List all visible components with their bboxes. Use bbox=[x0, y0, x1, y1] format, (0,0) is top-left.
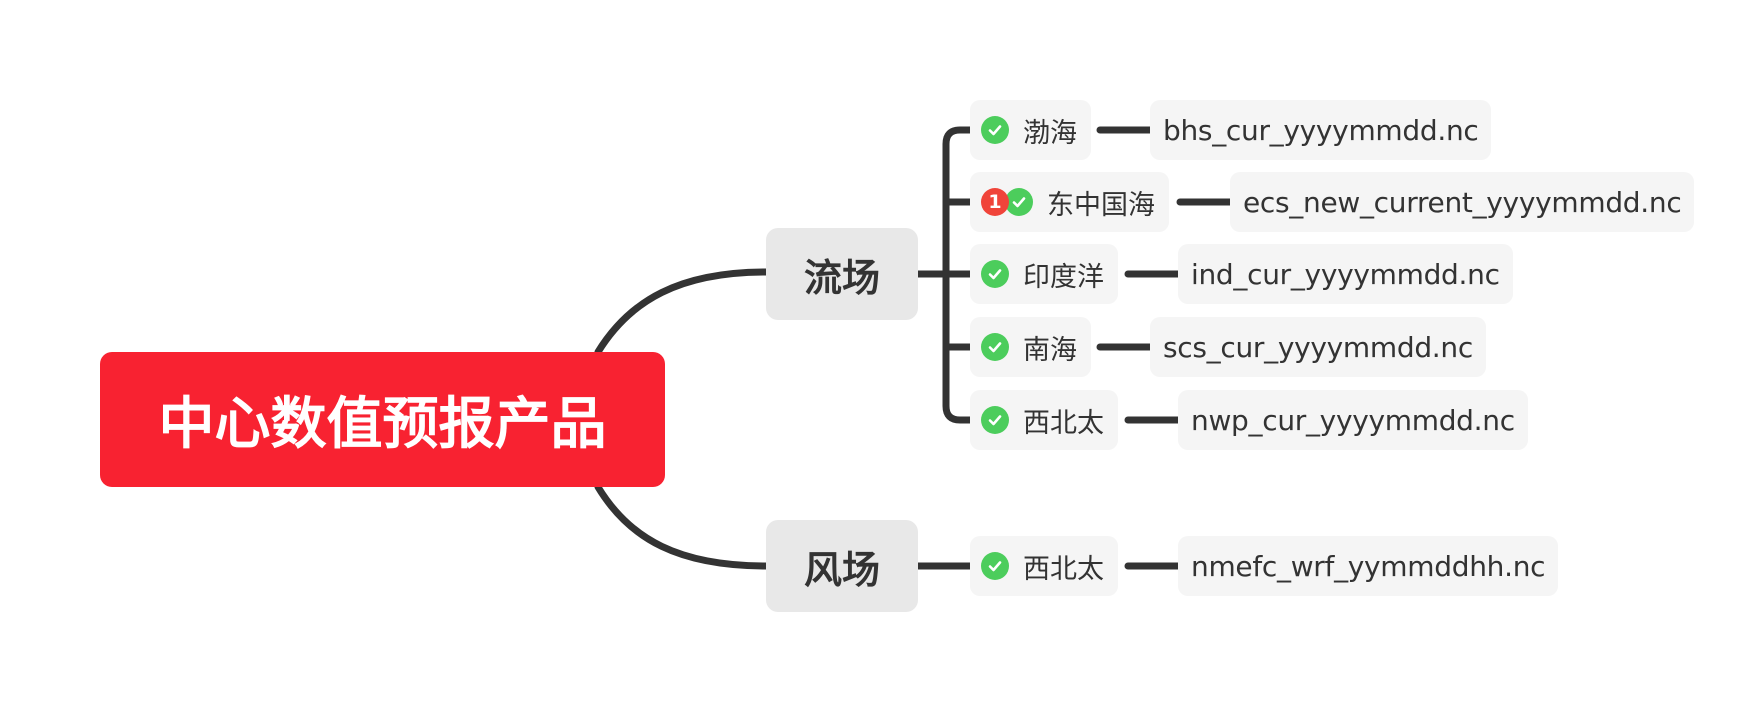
check-icon bbox=[981, 260, 1009, 288]
check-icon bbox=[981, 552, 1009, 580]
root-label: 中心数值预报产品 bbox=[158, 392, 607, 457]
check-icon bbox=[981, 333, 1009, 361]
file-node-scs[interactable]: scs_cur_yyyymmdd.nc bbox=[1150, 317, 1486, 377]
file-node-bhs[interactable]: bhs_cur_yyyymmdd.nc bbox=[1150, 100, 1492, 160]
file-label: ecs_new_current_yyyymmdd.nc bbox=[1243, 185, 1682, 219]
file-node-ind[interactable]: ind_cur_yyyymmdd.nc bbox=[1178, 244, 1513, 304]
leaf-node-bohai[interactable]: 渤海 bbox=[970, 100, 1091, 160]
branch-label: 风场 bbox=[803, 547, 880, 592]
leaf-node-wind-northwest-pacific[interactable]: 西北太 bbox=[970, 536, 1118, 596]
priority-badge-icon: 1 bbox=[981, 188, 1009, 216]
check-icon bbox=[981, 116, 1009, 144]
file-label: nmefc_wrf_yymmddhh.nc bbox=[1191, 549, 1546, 583]
leaf-label: 西北太 bbox=[1023, 553, 1104, 585]
file-label: bhs_cur_yyyymmdd.nc bbox=[1163, 113, 1479, 147]
file-label: ind_cur_yyyymmdd.nc bbox=[1191, 257, 1500, 291]
leaf-node-indian-ocean[interactable]: 印度洋 bbox=[970, 244, 1118, 304]
leaf-label: 渤海 bbox=[1023, 117, 1077, 149]
leaf-label: 西北太 bbox=[1023, 407, 1104, 439]
leaf-node-northwest-pacific[interactable]: 西北太 bbox=[970, 390, 1118, 450]
file-label: scs_cur_yyyymmdd.nc bbox=[1163, 330, 1473, 364]
file-node-nwp[interactable]: nwp_cur_yyyymmdd.nc bbox=[1178, 390, 1528, 450]
leaf-node-east-china-sea[interactable]: 1 东中国海 bbox=[970, 172, 1169, 232]
check-icon bbox=[981, 406, 1009, 434]
connector-root-flow bbox=[594, 268, 770, 356]
branch-label: 流场 bbox=[803, 255, 880, 300]
leaf-label: 东中国海 bbox=[1047, 189, 1155, 221]
leaf-label: 印度洋 bbox=[1023, 261, 1104, 293]
connector-root-wind bbox=[594, 483, 770, 570]
root-node[interactable]: 中心数值预报产品 bbox=[100, 352, 665, 487]
check-icon bbox=[1005, 188, 1033, 216]
file-node-ecs[interactable]: ecs_new_current_yyyymmdd.nc bbox=[1230, 172, 1695, 232]
leaf-node-south-china-sea[interactable]: 南海 bbox=[970, 317, 1091, 377]
leaf-label: 南海 bbox=[1023, 334, 1077, 366]
file-node-wrf[interactable]: nmefc_wrf_yymmddhh.nc bbox=[1178, 536, 1559, 596]
branch-node-wind[interactable]: 风场 bbox=[766, 520, 918, 612]
branch-node-flow[interactable]: 流场 bbox=[766, 228, 918, 320]
file-label: nwp_cur_yyyymmdd.nc bbox=[1191, 403, 1515, 437]
